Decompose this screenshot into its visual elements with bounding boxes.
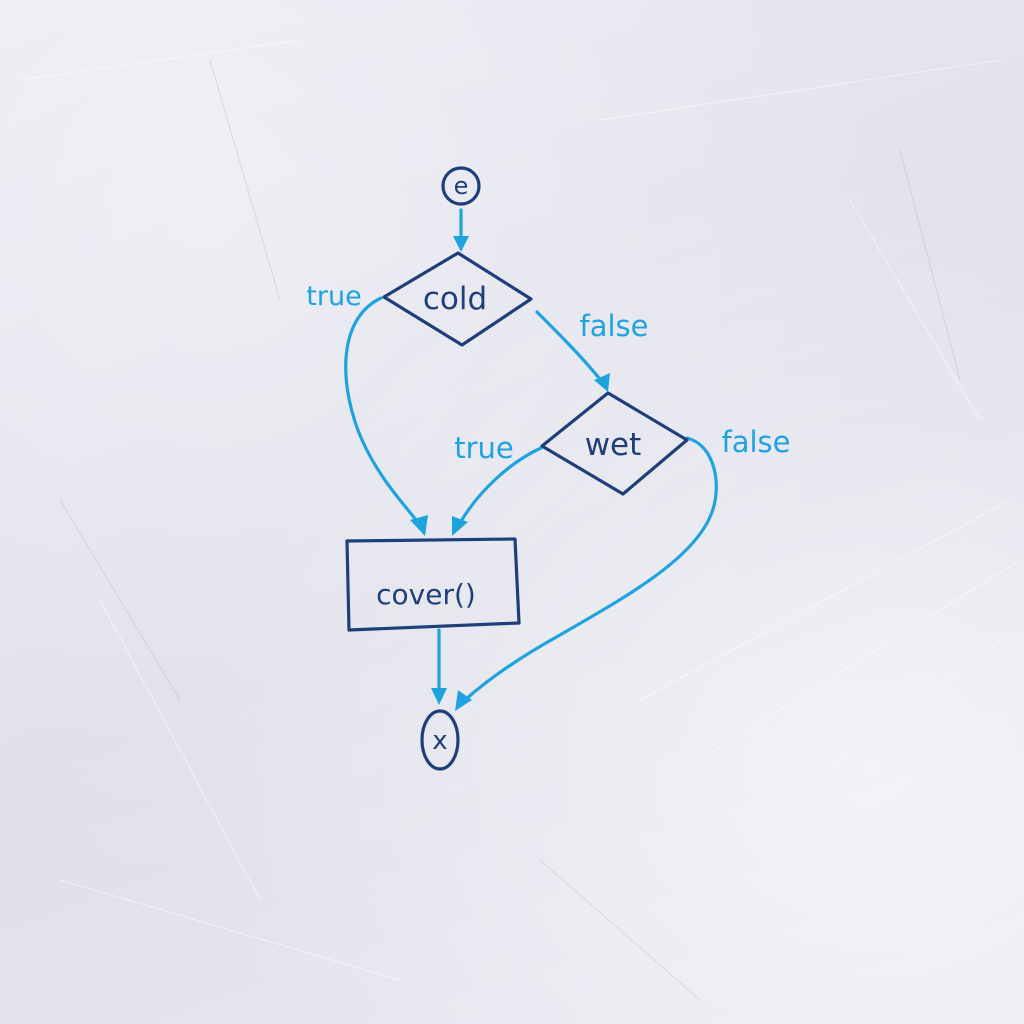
edge-labels: true false true false: [306, 281, 790, 465]
edge-wet-true: [458, 446, 543, 525]
wet-decision: [540, 391, 689, 496]
edge-cold-true: [344, 296, 422, 527]
entry-label: e: [454, 172, 469, 200]
arrowhead: [594, 373, 610, 392]
cold-false-label: false: [580, 309, 649, 343]
nodes: e cold wet cover() x: [345, 166, 689, 771]
arrowhead: [410, 515, 428, 536]
cold-true-label: true: [306, 281, 361, 312]
edges: [344, 208, 718, 711]
entry-node: [441, 166, 481, 206]
cold-decision: [382, 251, 533, 347]
cold-label: cold: [423, 281, 487, 317]
background-texture: [19, 39, 1021, 1001]
wet-false-label: false: [722, 425, 791, 459]
edge-cold-false: [535, 310, 605, 385]
arrowhead: [431, 688, 447, 705]
exit-node: [420, 709, 460, 771]
wet-true-label: true: [454, 431, 514, 465]
edge-wet-false: [463, 436, 718, 702]
action-box: [345, 537, 521, 632]
arrowhead: [453, 236, 469, 252]
arrowhead: [452, 516, 468, 536]
arrowhead: [455, 690, 472, 711]
exit-label: x: [432, 726, 447, 756]
wet-label: wet: [585, 427, 642, 463]
action-label: cover(): [376, 578, 476, 611]
